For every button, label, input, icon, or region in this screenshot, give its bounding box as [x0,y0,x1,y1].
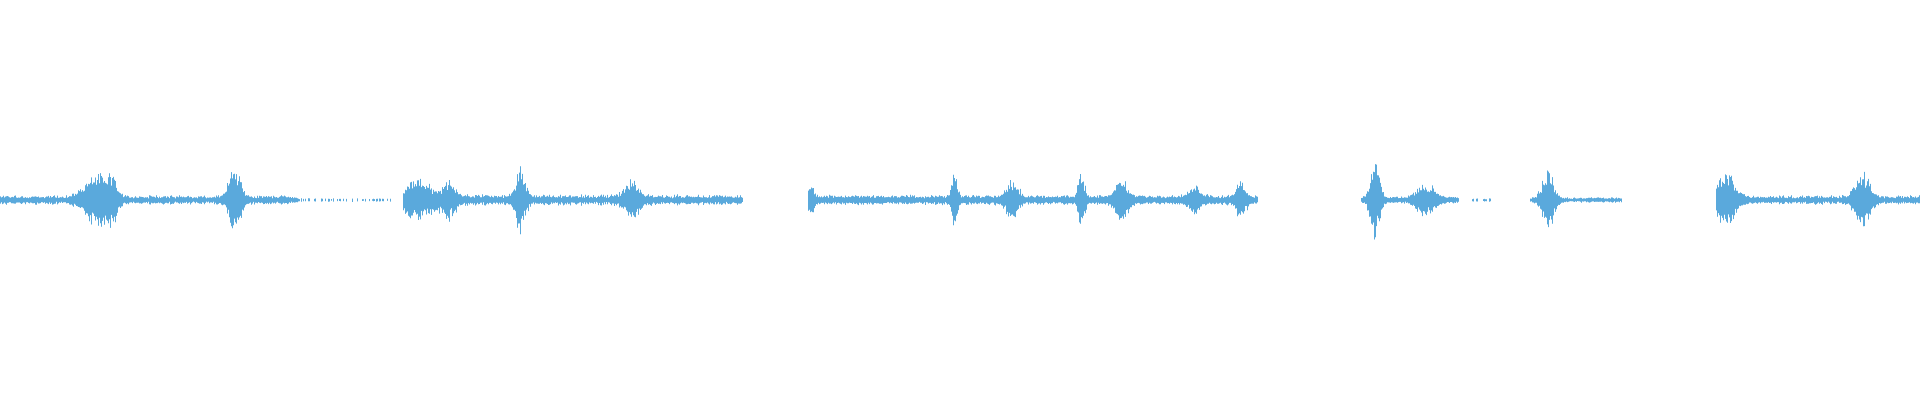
waveform-segments [0,164,1920,240]
waveform-segment [1530,170,1622,228]
waveform-segment [1361,164,1459,240]
waveform-segment [0,172,298,229]
waveform-segment [1716,171,1920,227]
waveform-segment [1472,198,1491,202]
waveform-segment [403,166,743,235]
waveform-segment [808,174,1258,226]
waveform-segment [298,198,391,202]
